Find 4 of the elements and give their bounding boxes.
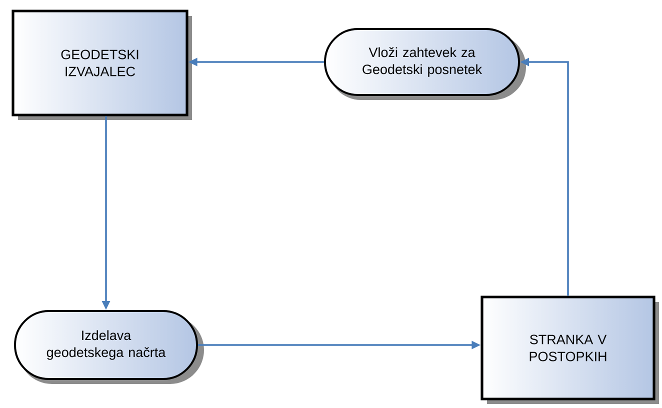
process-box: STRANKA V POSTOPKIH	[480, 296, 659, 404]
process-terminal: Vloži zahtevek za Geodetski posnetek	[324, 28, 526, 100]
process-box: GEODETSKI IZVAJALEC	[12, 10, 192, 120]
process-terminal: Izdelava geodetskega načrta	[14, 310, 204, 384]
